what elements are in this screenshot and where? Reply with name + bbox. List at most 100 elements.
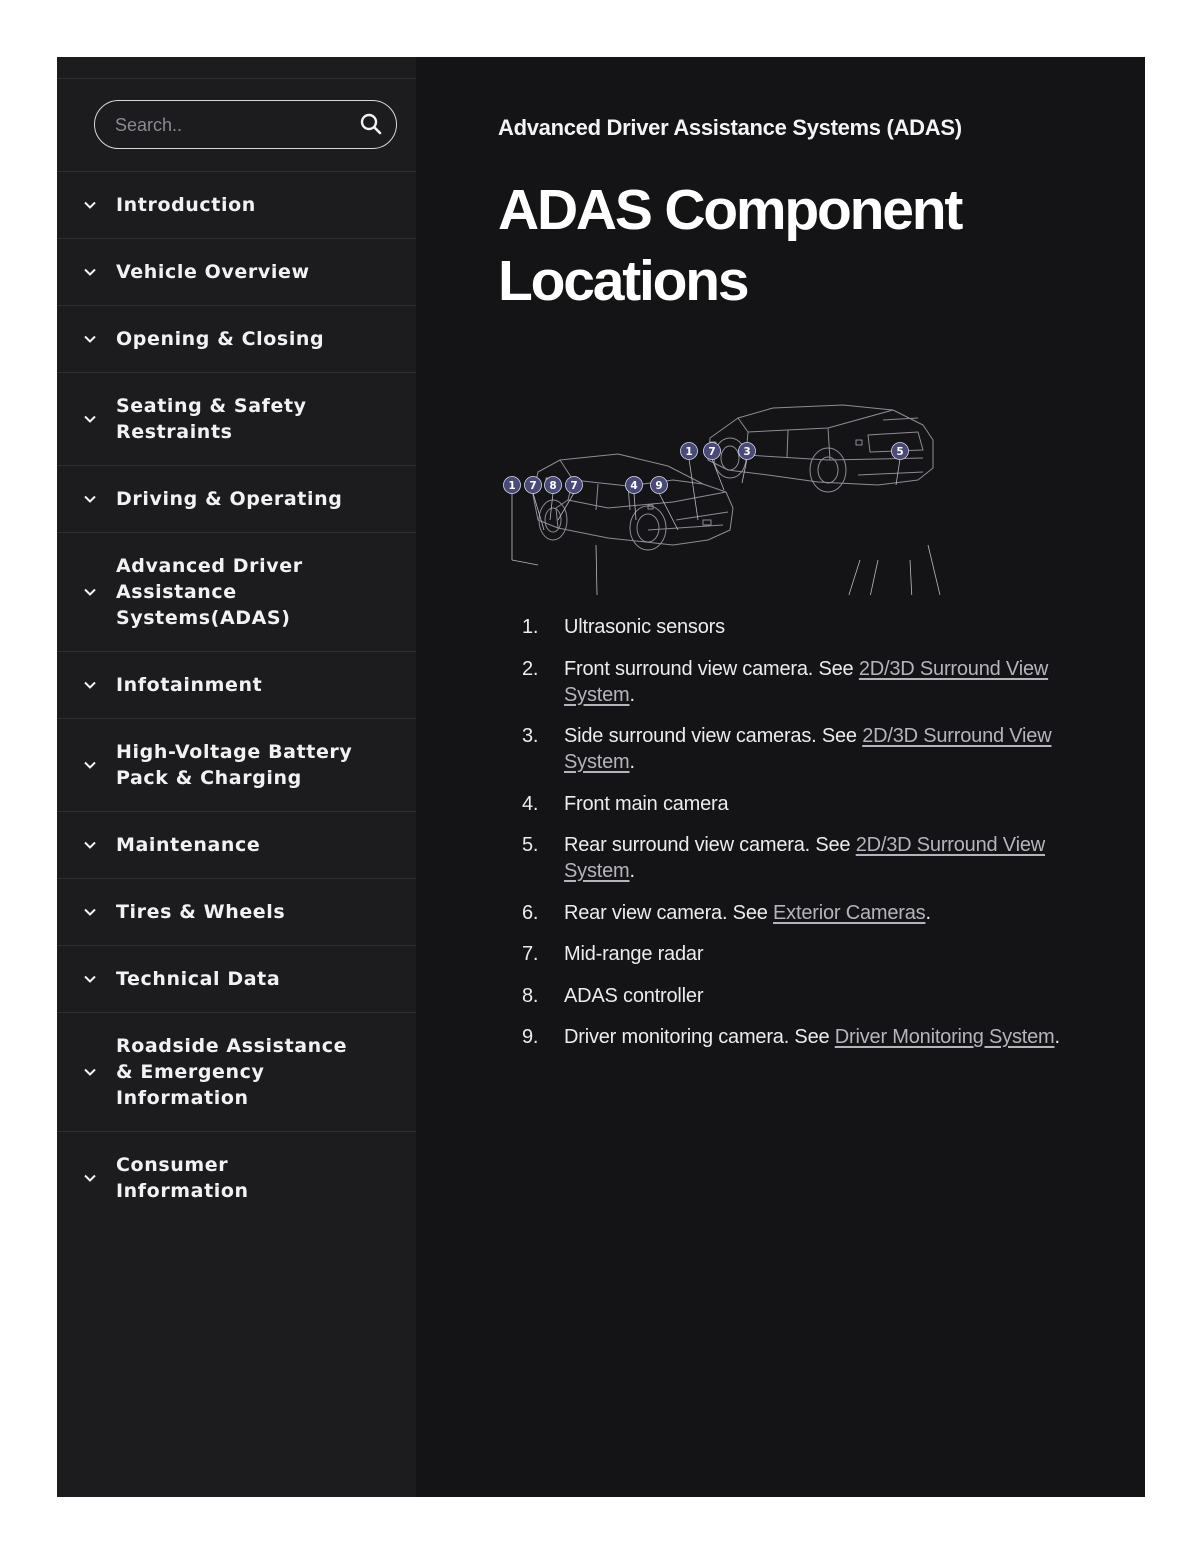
main-content: Advanced Driver Assistance Systems (ADAS… [416, 57, 1145, 1497]
item-text: Front surround view camera. See [564, 657, 859, 680]
item-number: 3. [522, 725, 539, 747]
surround-view-link[interactable]: 2D/3D Surround View System [564, 657, 1049, 706]
callout-markers: 17874937171217357161 [503, 442, 909, 494]
sidebar-item-introduction[interactable]: Introduction [57, 171, 416, 238]
search-icon[interactable] [359, 112, 383, 136]
vehicle-front-illustration [532, 453, 734, 551]
sidebar-item-driving-operating[interactable]: Driving & Operating [57, 465, 416, 532]
chevron-down-icon [84, 761, 96, 769]
sidebar-item-label: Opening & Closing [116, 328, 325, 350]
callout-marker-rear [680, 442, 698, 460]
sidebar-item-label: Technical Data [116, 968, 281, 990]
callout-number: 7 [529, 480, 536, 492]
callout-marker-rear [738, 442, 756, 460]
callout-leader-lines [511, 458, 941, 595]
callout-marker-rear [703, 442, 721, 460]
sidebar-item-label: Vehicle Overview [116, 261, 310, 283]
callout-number: 1 [685, 446, 692, 458]
sidebar-item-adas[interactable]: Advanced Driver Assistance Systems(ADAS) [57, 532, 416, 651]
sidebar-item-technical-data[interactable]: Technical Data [57, 945, 416, 1012]
item-text: Driver monitoring camera. See [564, 1026, 835, 1048]
item-number: 9. [522, 1026, 539, 1048]
callout-number: 1 [508, 480, 515, 492]
sidebar-item-label: High-Voltage Battery Pack & Charging [116, 741, 353, 789]
chevron-down-icon [84, 495, 96, 503]
driver-monitoring-link[interactable]: Driver Monitoring System [834, 1026, 1055, 1048]
item-text: Front main camera [564, 792, 729, 815]
item-number: 6. [522, 901, 539, 924]
sidebar-item-infotainment[interactable]: Infotainment [57, 651, 416, 718]
sidebar-item-label: Maintenance [116, 834, 261, 856]
item-number: 5. [522, 834, 539, 856]
list-item: 8. ADAS controller [498, 983, 1098, 1009]
breadcrumb[interactable]: Advanced Driver Assistance Systems (ADAS… [498, 115, 962, 140]
item-text: Rear surround view camera. See [564, 834, 856, 856]
chevron-down-icon [84, 908, 96, 916]
callout-marker-front [625, 476, 643, 494]
item-suffix: . [629, 860, 635, 882]
chevron-down-icon [84, 841, 96, 849]
sidebar-item-consumer-information[interactable]: Consumer Information [57, 1131, 416, 1224]
callout-number: 9 [655, 480, 662, 492]
exterior-cameras-link[interactable]: Exterior Cameras [773, 901, 926, 924]
item-suffix: . [629, 751, 635, 773]
callout-number: 5 [896, 446, 903, 458]
surround-view-link[interactable]: 2D/3D Surround View System [564, 725, 1052, 773]
sidebar-item-tires-wheels[interactable]: Tires & Wheels [57, 878, 416, 945]
list-item: 3. Side surround view cameras. See 2D/3D … [498, 723, 1098, 775]
callout-marker-front [650, 476, 668, 494]
item-number: 8. [522, 984, 539, 1007]
callout-marker-front [503, 476, 521, 494]
callout-number: 4 [630, 480, 637, 492]
list-item: 7. Mid-range radar [498, 941, 1098, 967]
chevron-down-icon [84, 415, 96, 423]
surround-view-link[interactable]: 2D/3D Surround View System [564, 834, 1045, 882]
sidebar-item-label: Roadside Assistance & Emergency Informat… [116, 1035, 348, 1109]
item-text: Rear view camera. See [564, 901, 774, 924]
item-suffix: . [629, 683, 635, 706]
item-text: ADAS controller [564, 984, 704, 1007]
sidebar-item-maintenance[interactable]: Maintenance [57, 811, 416, 878]
sidebar-item-label: Driving & Operating [116, 488, 343, 510]
sidebar-nav: Introduction Vehicle Overview Opening & … [57, 171, 416, 1224]
list-item: 5. Rear surround view camera. See 2D/3D S… [498, 832, 1098, 884]
callout-number: 7 [570, 480, 577, 492]
chevron-down-icon [84, 975, 96, 983]
sidebar-item-opening-closing[interactable]: Opening & Closing [57, 305, 416, 372]
callout-marker-front [565, 476, 583, 494]
item-number: 2. [522, 657, 539, 680]
sidebar: Introduction Vehicle Overview Opening & … [57, 57, 416, 1497]
item-suffix: . [1054, 1026, 1060, 1048]
item-text: Ultrasonic sensors [564, 616, 725, 638]
callout-marker-front [544, 476, 562, 494]
chevron-down-icon [84, 1174, 96, 1182]
callout-number: 8 [549, 480, 556, 492]
list-item: 2. Front surround view camera. See 2D/3D … [498, 656, 1098, 708]
chevron-down-icon [84, 268, 96, 276]
item-text: Side surround view cameras. See [564, 725, 863, 747]
divider [57, 78, 416, 79]
sidebar-item-label: Seating & Safety Restraints [116, 395, 307, 443]
sidebar-item-roadside-assistance[interactable]: Roadside Assistance & Emergency Informat… [57, 1012, 416, 1131]
sidebar-item-label: Advanced Driver Assistance Systems(ADAS) [116, 555, 303, 629]
sidebar-item-vehicle-overview[interactable]: Vehicle Overview [57, 238, 416, 305]
sidebar-item-seating-safety[interactable]: Seating & Safety Restraints [57, 372, 416, 465]
chevron-down-icon [84, 201, 96, 209]
sidebar-item-label: Introduction [116, 194, 256, 216]
callout-marker-rear [891, 442, 909, 460]
item-number: 4. [522, 792, 539, 815]
list-item: 6. Rear view camera. See Exterior Cameras… [498, 900, 1098, 926]
item-text: Mid-range radar [564, 943, 704, 965]
sidebar-item-label: Tires & Wheels [116, 901, 286, 923]
search-box[interactable] [94, 100, 397, 149]
sidebar-item-battery-charging[interactable]: High-Voltage Battery Pack & Charging [57, 718, 416, 811]
sidebar-item-label: Infotainment [116, 674, 263, 696]
callout-marker-front [524, 476, 542, 494]
list-item: 9. Driver monitoring camera. See Driver M… [498, 1024, 1098, 1050]
component-list: 1.Ultrasonic sensors 2. Front surround vi… [498, 614, 1098, 1066]
item-number: 7. [522, 943, 539, 965]
search-input[interactable] [113, 101, 357, 149]
callout-number: 3 [743, 446, 750, 458]
list-item: 1.Ultrasonic sensors [498, 614, 1098, 640]
page-title: ADAS Component Locations [498, 178, 963, 313]
